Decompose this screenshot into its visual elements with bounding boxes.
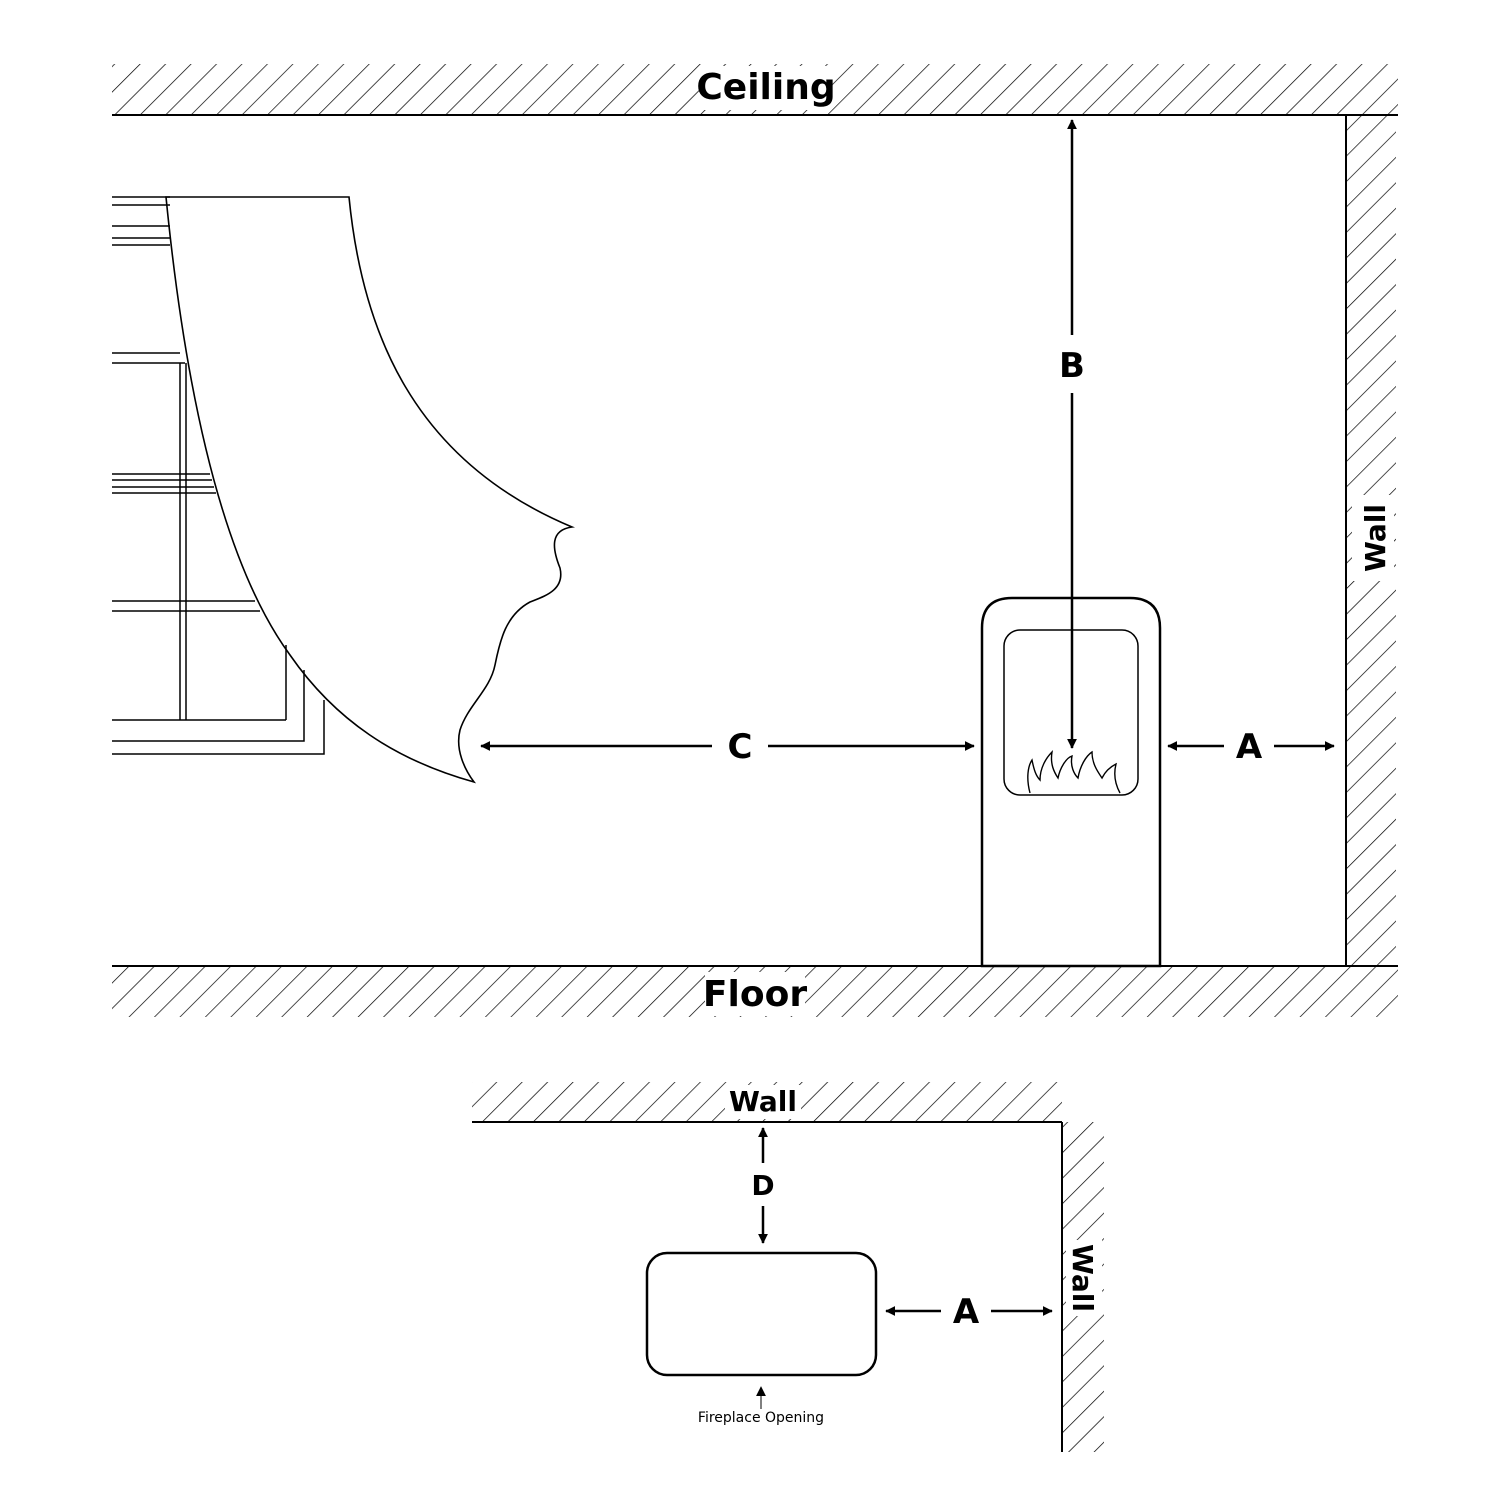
- window: [112, 196, 325, 755]
- dimension-d: D: [751, 1127, 775, 1244]
- floor: Floor: [112, 965, 1398, 1017]
- plan-dimension-a: A: [885, 1292, 1053, 1332]
- plan-top-wall: Wall: [472, 1082, 1062, 1123]
- dimension-a-label: A: [1236, 727, 1263, 767]
- ceiling: Ceiling: [112, 64, 1398, 116]
- fireplace-opening-label: Fireplace Opening: [698, 1410, 824, 1426]
- dimension-b: B: [1059, 119, 1085, 749]
- plan-fireplace-unit: [645, 1251, 878, 1377]
- dimension-c: C: [480, 727, 975, 767]
- plan-side-wall: Wall: [1061, 1122, 1104, 1452]
- curtain: [165, 196, 576, 784]
- plan-dimension-a-label: A: [953, 1292, 980, 1332]
- right-wall: Wall: [1345, 115, 1396, 966]
- wall-label: Wall: [1359, 504, 1392, 572]
- dimension-c-label: C: [728, 727, 753, 767]
- dimension-a: A: [1167, 727, 1335, 767]
- flame-icon: [1027, 749, 1121, 794]
- dimension-b-label: B: [1059, 346, 1085, 386]
- dimension-d-label: D: [751, 1169, 774, 1202]
- elevation-view: Ceiling Floor Wall: [112, 64, 1398, 1017]
- plan-side-wall-label: Wall: [1066, 1244, 1099, 1312]
- plan-view: Wall Wall D A Fireplace Opening: [472, 1082, 1104, 1452]
- fireplace-opening-callout: Fireplace Opening: [698, 1386, 824, 1426]
- plan-top-wall-label: Wall: [729, 1085, 797, 1118]
- floor-label: Floor: [703, 974, 807, 1015]
- ceiling-label: Ceiling: [696, 67, 835, 108]
